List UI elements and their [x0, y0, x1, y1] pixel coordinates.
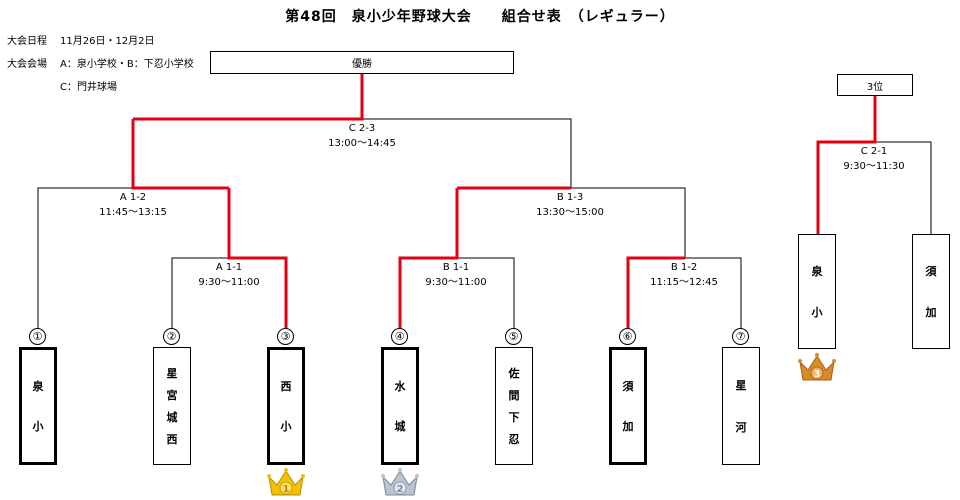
team-char: 城	[394, 420, 406, 433]
bronze-crown-rank: 3	[814, 369, 821, 380]
seed-number-2: ②	[163, 328, 180, 345]
team-char: 間	[508, 389, 520, 402]
seed-number-3: ③	[277, 328, 294, 345]
team-char: 小	[32, 420, 44, 433]
date-label: 大会日程	[7, 36, 47, 47]
match-code: A 1-1	[215, 262, 243, 273]
line-b12-right	[685, 257, 742, 330]
line-c21-right	[875, 141, 932, 235]
team-box-6: 須 加	[609, 347, 647, 465]
team-box-7: 星 河	[722, 347, 760, 465]
gold-crown-icon: 1	[267, 468, 305, 496]
team-char: 小	[811, 305, 823, 319]
team-box-5: 佐 間 下 忍	[495, 347, 533, 465]
line-b11-win	[398, 188, 459, 330]
venue-label: 大会会場	[7, 59, 47, 70]
venue-value-2: C：門井球場	[60, 82, 117, 93]
team-char: 須	[925, 265, 937, 279]
line-b12-win	[626, 256, 685, 330]
match-time: 9:30～11:00	[425, 277, 487, 288]
team-char: 須	[622, 380, 634, 393]
line-c21-win	[816, 96, 877, 235]
team-char: 河	[735, 421, 747, 434]
team-char: 星	[166, 367, 178, 380]
team-char: 忍	[508, 433, 520, 446]
match-code: C 2-1	[860, 146, 888, 157]
team-box-4: 水 城	[381, 347, 419, 465]
team-char: 加	[622, 420, 634, 433]
match-code: C 2-3	[348, 123, 376, 134]
match-time: 9:30～11:00	[198, 277, 260, 288]
seed-number-1: ①	[29, 328, 46, 345]
match-b13: B 1-3 13:30～15:00	[510, 190, 630, 220]
team-char: 水	[394, 380, 406, 393]
loser-lines	[37, 118, 932, 330]
line-b11-right	[457, 257, 515, 330]
match-time: 11:45～13:15	[99, 207, 167, 218]
silver-crown-rank: 2	[397, 484, 404, 495]
team-char: 泉	[811, 265, 823, 279]
team-char: 加	[925, 305, 937, 319]
match-code: B 1-2	[670, 262, 698, 273]
bronze-crown-icon: 3	[798, 353, 836, 381]
team-char: 宮	[166, 389, 178, 402]
match-b12: B 1-2 11:15～12:45	[624, 260, 744, 290]
date-value: 11月26日・12月2日	[60, 36, 155, 47]
team-char: 西	[280, 380, 292, 393]
third-place-box: 3位	[837, 74, 913, 96]
match-c23: C 2-3 13:00～14:45	[302, 121, 422, 151]
seed-number-5: ⑤	[505, 328, 522, 345]
seed-number-6: ⑥	[619, 328, 636, 345]
line-c23-win	[133, 74, 364, 121]
match-c21: C 2-1 9:30～11:30	[814, 144, 934, 174]
team-box-1: 泉 小	[19, 347, 57, 465]
line-a11-win	[227, 188, 288, 330]
match-time: 11:15～12:45	[650, 277, 718, 288]
line-a11-left	[171, 257, 229, 330]
team-box-2: 星 宮 城 西	[153, 347, 191, 465]
match-code: B 1-3	[556, 192, 584, 203]
venue-value-1: A：泉小学校・B：下忍小学校	[60, 59, 194, 70]
team-char: 泉	[32, 380, 44, 393]
line-b13-right	[571, 187, 686, 258]
winner-lines	[131, 74, 877, 330]
match-a11: A 1-1 9:30～11:00	[169, 260, 289, 290]
third-team-box-2: 須 加	[912, 234, 950, 349]
team-char: 小	[280, 420, 292, 433]
team-char: 星	[735, 379, 747, 392]
seed-number-7: ⑦	[732, 328, 749, 345]
match-code: B 1-1	[442, 262, 470, 273]
line-c23-right	[362, 118, 572, 188]
match-b11: B 1-1 9:30～11:00	[396, 260, 516, 290]
match-code: A 1-2	[119, 192, 147, 203]
match-time: 13:30～15:00	[536, 207, 604, 218]
team-char: 佐	[508, 367, 520, 380]
line-a12-win	[131, 119, 229, 190]
team-char: 城	[166, 411, 178, 424]
team-char: 下	[508, 411, 520, 424]
match-time: 9:30～11:30	[843, 161, 905, 172]
line-a12-left	[37, 187, 133, 330]
silver-crown-icon: 2	[381, 468, 419, 496]
gold-crown-rank: 1	[283, 484, 290, 495]
match-time: 13:00～14:45	[328, 138, 396, 149]
champion-box: 優勝	[210, 51, 514, 74]
seed-number-4: ④	[391, 328, 408, 345]
team-char: 西	[166, 433, 178, 446]
third-team-box-1: 泉 小	[798, 234, 836, 349]
page-title: 第48回 泉小少年野球大会 組合せ表 （レギュラー）	[285, 9, 675, 25]
team-box-3: 西 小	[267, 347, 305, 465]
match-a12: A 1-2 11:45～13:15	[73, 190, 193, 220]
